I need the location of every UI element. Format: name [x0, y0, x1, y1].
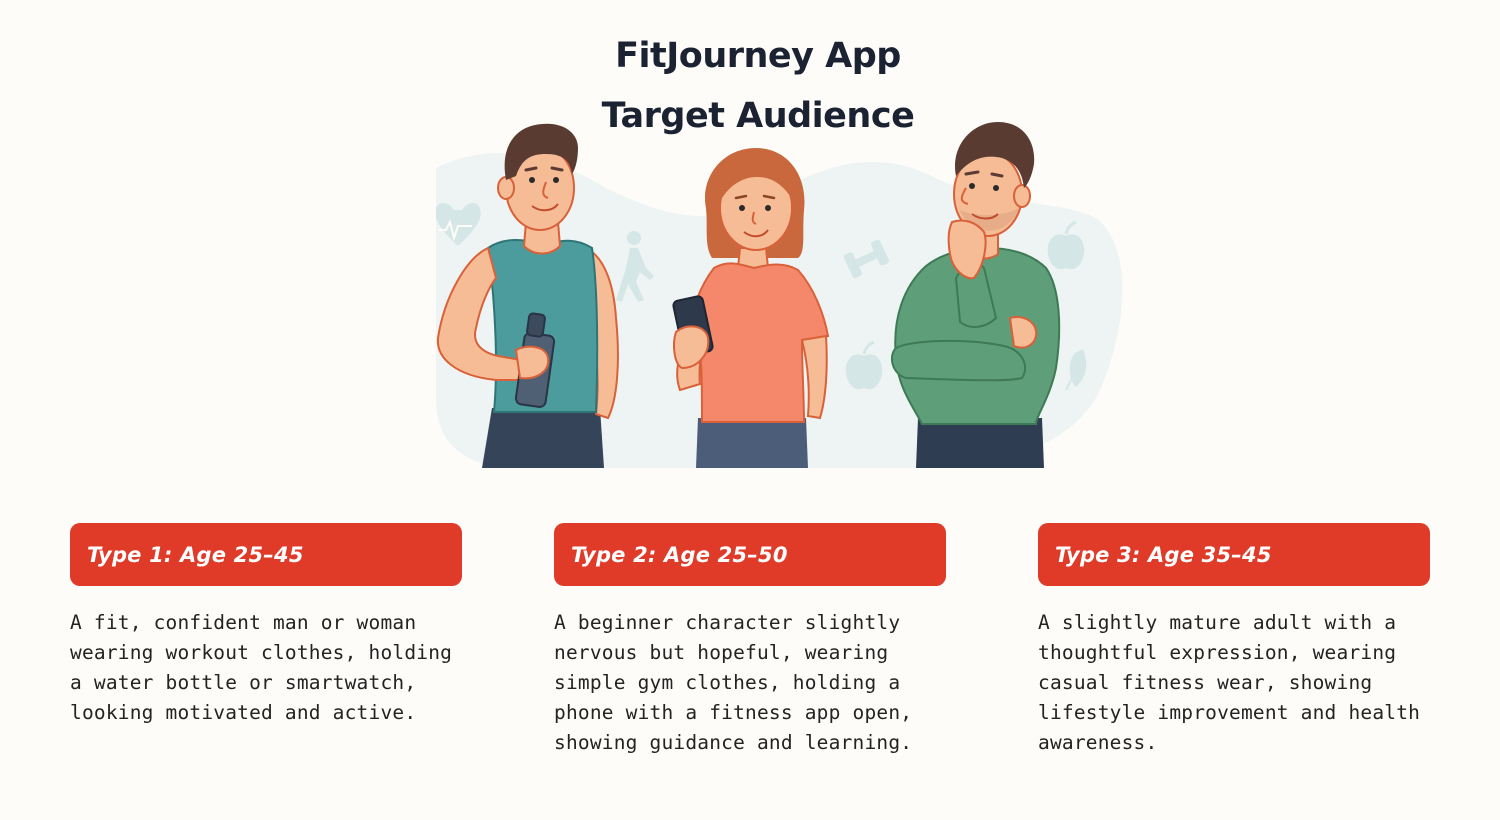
apple-icon [1047, 220, 1085, 270]
card-label: Type 1: Age 25–45 [87, 542, 304, 567]
title-line-2: Target Audience [601, 96, 915, 136]
leaf-icon [1065, 349, 1087, 391]
audience-card-type-2: Type 2: Age 25–50 A beginner character s… [554, 523, 946, 758]
fit-man-character [436, 123, 619, 468]
beginner-woman-character [672, 148, 830, 468]
walking-person-icon [616, 231, 654, 302]
card-header: Type 1: Age 25–45 [70, 523, 462, 586]
card-header: Type 2: Age 25–50 [554, 523, 946, 586]
card-description: A beginner character slightly nervous bu… [554, 611, 913, 754]
apple-icon [845, 340, 883, 390]
audience-illustration [436, 118, 1136, 468]
dumbbell-icon [843, 239, 890, 279]
card-description: A fit, confident man or woman wearing wo… [70, 611, 453, 724]
title-line-1: FitJourney App [615, 36, 901, 76]
audience-card-type-1: Type 1: Age 25–45 A fit, confident man o… [70, 523, 462, 728]
card-header: Type 3: Age 35–45 [1038, 523, 1430, 586]
card-description: A slightly mature adult with a thoughtfu… [1038, 611, 1421, 754]
audience-card-type-3: Type 3: Age 35–45 A slightly mature adul… [1038, 523, 1430, 758]
thoughtful-man-character [890, 122, 1061, 468]
page-title: FitJourney App Target Audience [0, 26, 1500, 146]
card-label: Type 2: Age 25–50 [571, 542, 788, 567]
card-label: Type 3: Age 35–45 [1055, 542, 1272, 567]
heart-rate-icon [436, 203, 481, 246]
